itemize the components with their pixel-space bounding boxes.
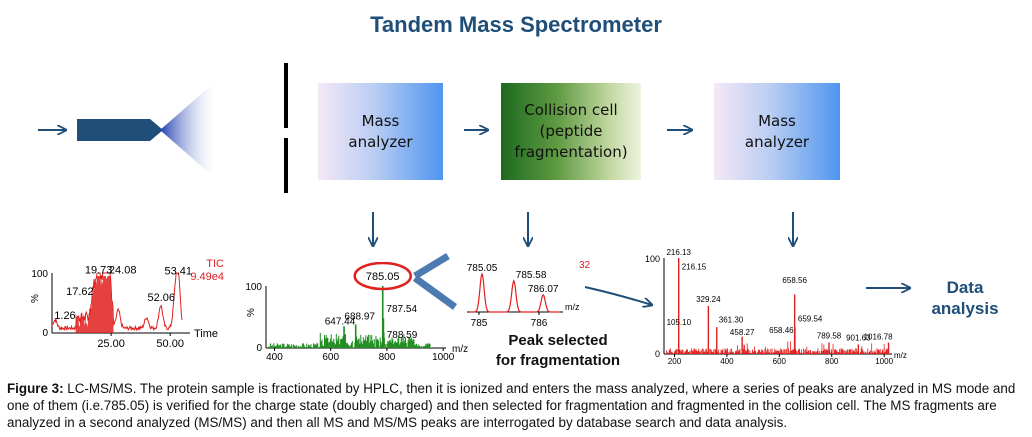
- zoom-wedge-bottom: [412, 275, 458, 310]
- tic-peak-label: 24.08: [109, 264, 137, 276]
- mass-analyzer-2-line-2: analyzer: [744, 132, 810, 151]
- caption-prefix: Figure 3:: [7, 381, 64, 396]
- msms-xtick-label: 600: [773, 357, 787, 364]
- peak-selected-label: Peak selected for fragmentation: [488, 331, 628, 371]
- ms-ytick-label: 0: [256, 343, 262, 354]
- arrow-zoom-to-msms: [584, 286, 652, 305]
- ion-source: [77, 119, 163, 141]
- msms-peak-label: 658.56: [782, 276, 807, 285]
- msms-peak-label: 216.15: [682, 263, 707, 272]
- ms-peak-label: 788.59: [387, 330, 418, 341]
- collision-cell-line-3: fragmentation): [514, 143, 628, 161]
- data-analysis-line-2: analysis: [931, 299, 999, 318]
- tic-xlabel: Time: [194, 328, 218, 340]
- data-analysis-label: Data analysis: [915, 277, 1015, 319]
- collision-cell-box: Collision cell (peptide fragmentation): [501, 83, 641, 180]
- msms-xtick-label: 1000: [875, 357, 893, 364]
- tic-ytick-label: 0: [42, 328, 48, 339]
- msms-peak-label: 901.63: [846, 334, 871, 343]
- zoom-corner-label: 322: [579, 260, 590, 271]
- tic-peak-label: 17.62: [66, 286, 94, 298]
- mass-analyzer-1-line-2: analyzer: [348, 132, 413, 151]
- tic-filled-region: [75, 276, 114, 333]
- mass-analyzer-1-line-1: Mass: [361, 111, 400, 130]
- msms-peak-label: 361.30: [719, 315, 744, 324]
- msms-peak-label: 658.46: [769, 326, 794, 335]
- ms-ytick-label: 100: [245, 282, 262, 293]
- ms-peak-label: 787.54: [386, 304, 417, 315]
- msms-xtick-label: 800: [825, 357, 839, 364]
- mass-analyzer-2-line-1: Mass: [758, 111, 796, 130]
- tic-peak-label: 1.26: [54, 310, 75, 322]
- collision-cell-line-1: Collision cell: [524, 101, 618, 119]
- tic-ytick-label: 100: [31, 269, 48, 280]
- ms-xtick-label: 400: [266, 352, 283, 360]
- msms-ytick-label: 0: [655, 349, 660, 359]
- figure-caption: Figure 3: LC-MS/MS. The protein sample i…: [7, 380, 1027, 431]
- tic-peak-label: 53.41: [164, 266, 192, 278]
- msms-peak-label: 458.27: [730, 328, 755, 337]
- peak-selected-line-2: for fragmentation: [495, 352, 621, 369]
- msms-peak-label: 659.54: [798, 314, 823, 323]
- msms-peak-label: 1016.78: [864, 333, 893, 342]
- tic-corner-label: TIC: [206, 258, 224, 270]
- mass-analyzer-2-box: Mass analyzer: [714, 83, 840, 180]
- ms-xtick-label: 600: [322, 352, 339, 360]
- data-analysis-line-1: Data: [946, 278, 984, 297]
- ms-xtick-label: 800: [379, 352, 396, 360]
- tic-peak-label: 19.73: [85, 264, 113, 276]
- mass-analyzer-1-box: Mass analyzer: [318, 83, 443, 180]
- msms-xlabel: m/z: [894, 351, 907, 360]
- ms-ylabel: %: [246, 308, 257, 317]
- zoom-wedge-top: [413, 253, 450, 279]
- collision-cell-line-2: (peptide: [539, 122, 603, 140]
- tic-corner-label: 9.49e4: [190, 271, 224, 283]
- zoom-peak-label: 785.05: [467, 263, 498, 274]
- msms-xtick-label: 200: [668, 357, 682, 364]
- zoom-xlabel: m/z: [565, 302, 580, 312]
- tic-peak-label: 52.06: [148, 292, 176, 304]
- ms-xtick-label: 1000: [432, 352, 455, 360]
- tic-ylabel: %: [30, 294, 41, 303]
- tic-xtick-label: 25.00: [97, 338, 125, 350]
- ionization-cone: [160, 82, 215, 178]
- msms-xtick-label: 400: [720, 357, 734, 364]
- diagram-title: Tandem Mass Spectrometer: [370, 12, 662, 37]
- zoom-peak-label: 785.58: [516, 270, 547, 281]
- ms-selected-peak-label: 785.05: [366, 271, 400, 283]
- msms-peak-label: 329.24: [696, 295, 721, 304]
- ms-xlabel: m/z: [452, 344, 468, 355]
- zoom-trace: [470, 272, 560, 313]
- caption-text: LC-MS/MS. The protein sample is fraction…: [7, 381, 1016, 430]
- ms-peak-label: 647.44: [325, 316, 356, 327]
- msms-peak-label: 216.13: [666, 248, 691, 257]
- selected-peak-highlight: [353, 262, 412, 291]
- tic-trace: [51, 272, 183, 332]
- msms-peak-label: 105.10: [667, 318, 692, 327]
- tic-xtick-label: 50.00: [156, 338, 184, 350]
- zoom-xtick-label: 785: [471, 318, 488, 329]
- zoom-peak-label: 786.07: [528, 284, 559, 295]
- peak-selected-line-1: Peak selected: [508, 332, 608, 349]
- ms-peak-label: 688.97: [344, 311, 375, 322]
- msms-ytick-label: 100: [645, 254, 660, 264]
- zoomed-isotope-spectrum: 785 786 m/z 322 785.05 785.58 786.07: [467, 260, 590, 329]
- zoom-xtick-label: 786: [531, 318, 548, 329]
- msms-peak-label: 789.58: [817, 332, 842, 341]
